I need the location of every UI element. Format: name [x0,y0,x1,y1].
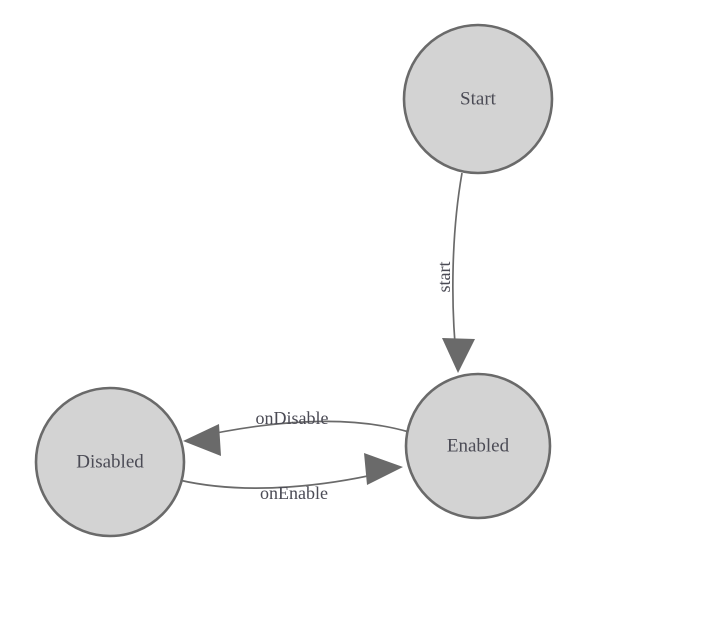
node-circle-start[interactable] [402,23,554,175]
node-circle-enabled[interactable] [404,372,552,520]
edge-path-start-to-enabled [452,172,463,367]
arrowhead-enabled-to-disabled [183,424,221,456]
edge-label-start: start [434,262,454,293]
node-label-disabled: Disabled [76,451,144,472]
edge-start-to-enabled [442,172,475,373]
node-circle-disabled[interactable] [34,386,186,538]
edge-disabled-to-enabled [178,453,403,489]
node-enabled[interactable]: Enabled [404,372,552,520]
edge-label-ondisable: onDisable [256,408,329,428]
node-start[interactable]: Start [402,23,554,175]
node-label-start: Start [460,88,497,109]
arrowhead-start-to-enabled [442,338,475,373]
node-label-enabled: Enabled [447,435,510,456]
arrowhead-disabled-to-enabled [364,453,403,485]
edge-label-onenable: onEnable [260,483,328,503]
edge-enabled-to-disabled [183,420,410,456]
node-disabled[interactable]: Disabled [34,386,186,538]
